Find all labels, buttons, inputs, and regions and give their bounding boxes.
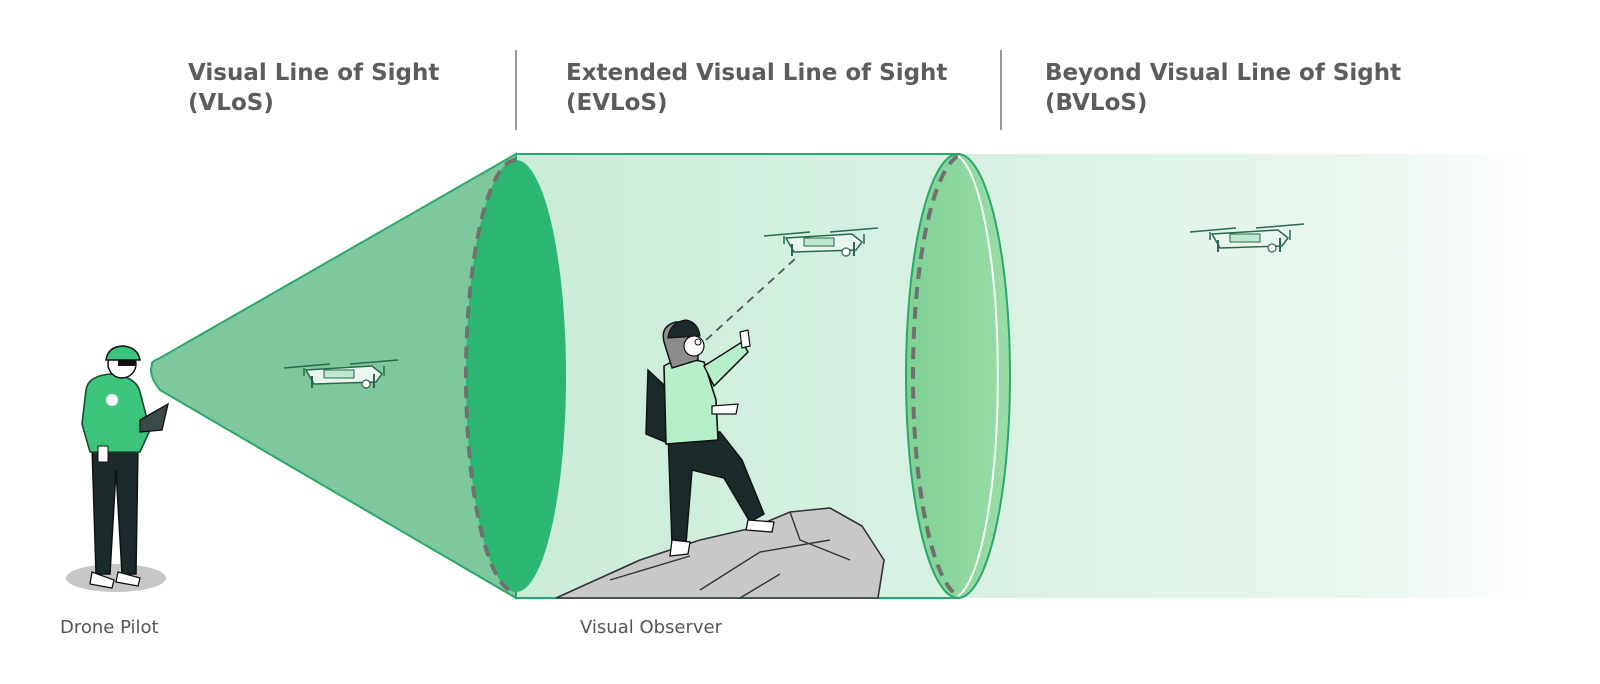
bvlos-title: Beyond Visual Line of Sight [1045,60,1402,86]
zone-divider [515,50,517,130]
bvlos-region [946,154,1536,598]
vlos-boundary-ellipse [466,160,566,592]
evlos-abbreviation: (EVLoS) [566,90,668,116]
visual-observer-figure [645,319,775,557]
rock-icon [555,507,885,599]
drone-pilot-figure [66,345,169,592]
vlos-abbreviation: (VLoS) [188,90,274,116]
bvlos-abbreviation: (BVLoS) [1045,90,1148,116]
bvlos-heading: Beyond Visual Line of Sight (BVLoS) [1045,58,1401,118]
evlos-tube [516,154,960,598]
vlos-title: Visual Line of Sight [188,60,440,86]
evlos-title: Extended Visual Line of Sight [566,60,948,86]
evlos-heading: Extended Visual Line of Sight (EVLoS) [566,58,947,118]
visual-observer-caption: Visual Observer [580,617,723,638]
zone-divider [1000,50,1002,130]
evlos-boundary-ellipse [905,153,1011,599]
observer-sight-line [705,257,797,341]
vlos-heading: Visual Line of Sight (VLoS) [188,58,439,118]
drone-pilot-caption: Drone Pilot [60,617,159,638]
